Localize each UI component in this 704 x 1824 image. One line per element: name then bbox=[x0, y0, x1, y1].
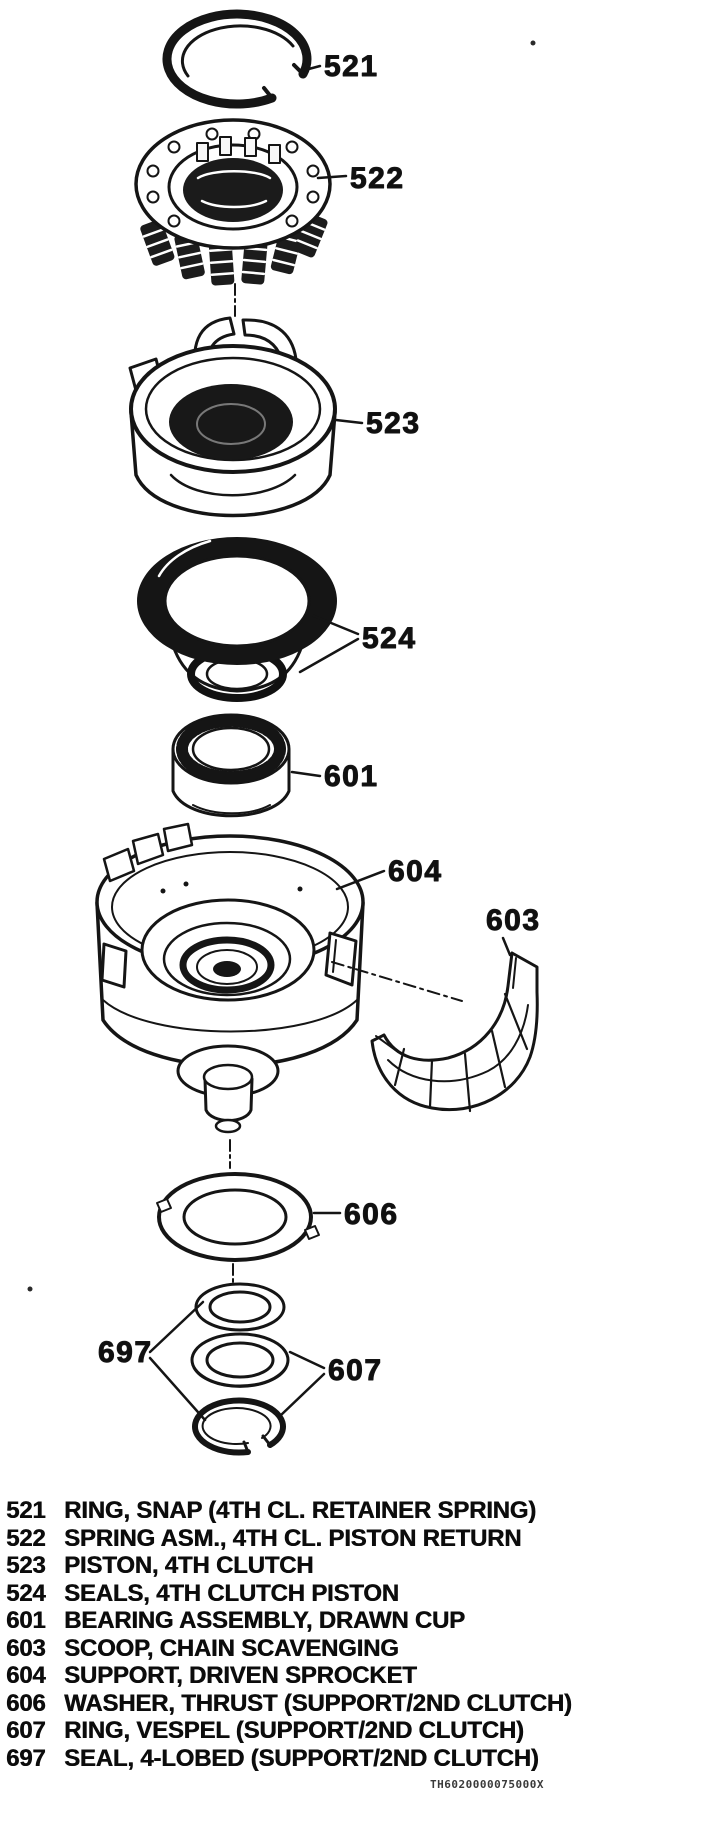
figure-code: TH6020000075000X bbox=[430, 1778, 544, 1791]
legend-number: 522 bbox=[6, 1524, 46, 1552]
spring-studs bbox=[196, 136, 281, 164]
legend-row-604: 604 SUPPORT, DRIVEN SPROCKET bbox=[6, 1662, 700, 1690]
part-601-bearing bbox=[171, 713, 291, 818]
part-522-spring-asm bbox=[134, 118, 332, 286]
callout-607: 607 bbox=[328, 1354, 383, 1387]
legend-number: 607 bbox=[6, 1717, 46, 1744]
legend-row-603: 603 SCOOP, CHAIN SCAVENGING bbox=[6, 1635, 700, 1663]
legend-number: 523 bbox=[6, 1552, 46, 1579]
legend-description: BEARING ASSEMBLY, DRAWN CUP bbox=[64, 1607, 465, 1634]
callout-522: 522 bbox=[350, 162, 405, 195]
leader-524-upper bbox=[312, 614, 360, 636]
scan-dot-left bbox=[27, 1286, 33, 1292]
leader-603 bbox=[501, 936, 512, 957]
part-606-washer bbox=[156, 1172, 320, 1262]
callout-697: 697 bbox=[98, 1336, 153, 1369]
legend-number: 697 bbox=[6, 1744, 46, 1772]
clutch-assembly-svg: 521 bbox=[27, 9, 541, 1456]
legend-number: 524 bbox=[6, 1579, 46, 1607]
leader-607-upper bbox=[288, 1350, 326, 1370]
legend-row-521: 521 RING, SNAP (4TH CL. RETAINER SPRING) bbox=[6, 1497, 700, 1525]
leader-521 bbox=[303, 64, 322, 72]
part-523-piston bbox=[128, 316, 337, 518]
leader-524-lower bbox=[298, 637, 360, 674]
leader-523 bbox=[334, 418, 364, 425]
legend-description: SCOOP, CHAIN SCAVENGING bbox=[64, 1634, 399, 1662]
part-524-seals bbox=[136, 536, 337, 702]
scan-dot-top bbox=[530, 40, 536, 46]
callout-521: 521 bbox=[324, 50, 379, 83]
legend-number: 604 bbox=[6, 1662, 46, 1689]
callout-604: 604 bbox=[388, 855, 443, 888]
legend-description: SPRING ASM., 4TH CL. PISTON RETURN bbox=[64, 1524, 522, 1552]
legend-row-524: 524 SEALS, 4TH CLUTCH PISTON bbox=[6, 1580, 700, 1608]
legend-number: 521 bbox=[6, 1497, 46, 1524]
legend-description: RING, SNAP (4TH CL. RETAINER SPRING) bbox=[64, 1497, 536, 1524]
leader-601 bbox=[290, 770, 322, 778]
legend-description: RING, VESPEL (SUPPORT/2ND CLUTCH) bbox=[64, 1717, 524, 1744]
part-604-support bbox=[95, 822, 365, 1134]
callout-524: 524 bbox=[362, 622, 417, 655]
leader-522 bbox=[316, 174, 348, 180]
centerline-scoop bbox=[331, 961, 463, 1002]
legend-number: 601 bbox=[6, 1607, 46, 1634]
legend-number: 603 bbox=[6, 1634, 46, 1662]
legend-row-697: 697 SEAL, 4-LOBED (SUPPORT/2ND CLUTCH) bbox=[6, 1745, 700, 1773]
legend-row-522: 522 SPRING ASM., 4TH CL. PISTON RETURN bbox=[6, 1525, 700, 1553]
callout-606: 606 bbox=[344, 1198, 399, 1231]
leader-607-lower bbox=[278, 1372, 326, 1418]
legend-number: 606 bbox=[6, 1689, 46, 1717]
callout-523: 523 bbox=[366, 407, 421, 440]
exploded-view-diagram: 521 bbox=[27, 9, 541, 1456]
parts-legend: 521 RING, SNAP (4TH CL. RETAINER SPRING)… bbox=[6, 1497, 700, 1772]
legend-row-523: 523 PISTON, 4TH CLUTCH bbox=[6, 1552, 700, 1580]
legend-description: SEAL, 4-LOBED (SUPPORT/2ND CLUTCH) bbox=[64, 1744, 539, 1772]
flange-bolt-holes bbox=[146, 127, 320, 228]
legend-description: PISTON, 4TH CLUTCH bbox=[64, 1552, 314, 1579]
legend-description: WASHER, THRUST (SUPPORT/2ND CLUTCH) bbox=[64, 1689, 572, 1717]
part-697-607-rings bbox=[190, 1282, 290, 1456]
leader-697-lower bbox=[148, 1356, 207, 1422]
legend-description: SEALS, 4TH CLUTCH PISTON bbox=[64, 1579, 399, 1607]
legend-description: SUPPORT, DRIVEN SPROCKET bbox=[64, 1662, 417, 1689]
legend-row-606: 606 WASHER, THRUST (SUPPORT/2ND CLUTCH) bbox=[6, 1690, 700, 1718]
callout-603: 603 bbox=[486, 904, 541, 937]
part-603-scoop bbox=[370, 951, 539, 1113]
legend-row-607: 607 RING, VESPEL (SUPPORT/2ND CLUTCH) bbox=[6, 1717, 700, 1745]
leader-604 bbox=[335, 869, 386, 891]
leader-697-upper bbox=[148, 1300, 205, 1354]
callout-601: 601 bbox=[324, 760, 379, 793]
part-521-snap-ring bbox=[162, 9, 312, 109]
legend-row-601: 601 BEARING ASSEMBLY, DRAWN CUP bbox=[6, 1607, 700, 1635]
